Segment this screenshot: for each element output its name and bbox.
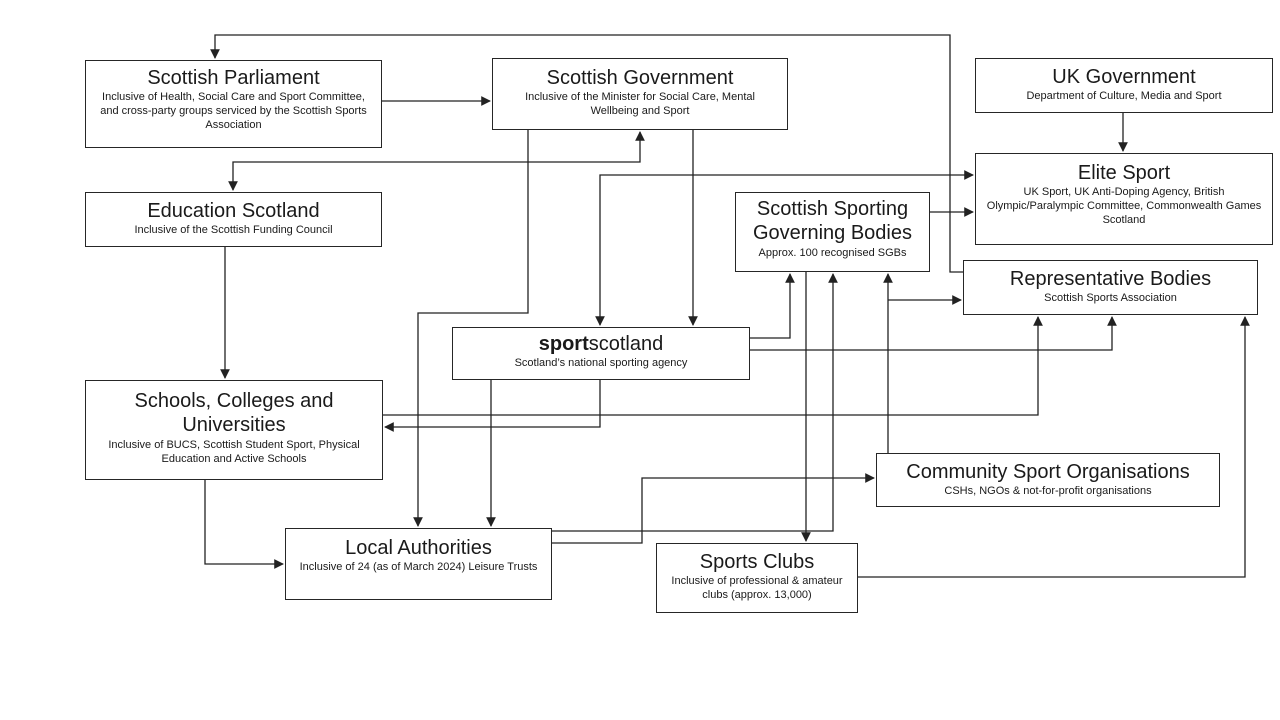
connector-sportscotland-to-representative-bodies: [750, 316, 1117, 351]
schools-title: Schools, Colleges and Universities: [134, 390, 334, 437]
box-sports-clubs: Sports Clubs Inclusive of professional &…: [656, 543, 858, 613]
sportscotland-subtitle: Scotland’s national sporting agency: [514, 357, 688, 370]
connector-scottish-government-to-local-authorities: [413, 130, 529, 527]
sportscotland-title-bold: sport: [538, 333, 589, 355]
local-authorities-title: Local Authorities: [345, 537, 492, 559]
uk-government-title: UK Government: [1052, 66, 1196, 88]
connector-sports-clubs-to-representative-bodies: [858, 316, 1250, 578]
box-community-sport-organisations: Community Sport Organisations CSHs, NGOs…: [876, 453, 1220, 507]
education-scotland-subtitle: Inclusive of the Scottish Funding Counci…: [134, 224, 333, 237]
connector-sportscotland-to-schools: [384, 380, 601, 432]
elite-sport-subtitle: UK Sport, UK Anti-Doping Agency, British…: [986, 186, 1262, 227]
connector-sportscotland-to-ssgb: [750, 273, 795, 339]
box-scottish-government: Scottish Government Inclusive of the Min…: [492, 58, 788, 130]
education-scotland-title: Education Scotland: [147, 200, 320, 222]
box-uk-government: UK Government Department of Culture, Med…: [975, 58, 1273, 113]
connector-schools-to-representative-bodies: [383, 316, 1043, 416]
representative-bodies-title: Representative Bodies: [1009, 268, 1212, 290]
box-schools-colleges-universities: Schools, Colleges and Universities Inclu…: [85, 380, 383, 480]
elite-sport-title: Elite Sport: [1077, 162, 1171, 184]
schools-subtitle: Inclusive of BUCS, Scottish Student Spor…: [108, 438, 360, 465]
sports-clubs-title: Sports Clubs: [699, 551, 815, 573]
box-elite-sport: Elite Sport UK Sport, UK Anti-Doping Age…: [975, 153, 1273, 245]
sportscotland-title: sportscotland: [539, 332, 664, 356]
connector-sportscotland-elite-sport: [595, 170, 974, 326]
connector-schools-to-local-authorities: [204, 480, 284, 569]
sportscotland-title-rest: scotland: [588, 333, 664, 355]
box-scottish-parliament: Scottish Parliament Inclusive of Health,…: [85, 60, 382, 148]
sports-clubs-subtitle: Inclusive of professional & amateur club…: [671, 575, 843, 602]
connector-local-authorities-to-ssgb: [552, 273, 838, 532]
box-local-authorities: Local Authorities Inclusive of 24 (as of…: [285, 528, 552, 600]
box-sportscotland: sportscotland Scotland’s national sporti…: [452, 327, 750, 380]
box-scottish-sporting-governing-bodies: Scottish Sporting Governing Bodies Appro…: [735, 192, 930, 272]
ssgb-title: Scottish Sporting Governing Bodies: [753, 198, 912, 245]
box-education-scotland: Education Scotland Inclusive of the Scot…: [85, 192, 382, 247]
community-sport-title: Community Sport Organisations: [906, 461, 1190, 483]
scottish-parliament-title: Scottish Parliament: [147, 67, 320, 89]
representative-bodies-subtitle: Scottish Sports Association: [1044, 292, 1177, 305]
scottish-government-title: Scottish Government: [546, 67, 734, 89]
scottish-government-subtitle: Inclusive of the Minister for Social Car…: [525, 91, 755, 118]
connector-scottish-government-education-scotland: [228, 131, 645, 191]
uk-government-subtitle: Department of Culture, Media and Sport: [1026, 90, 1222, 103]
connector-local-authorities-to-community-sport: [552, 473, 875, 544]
ssgb-subtitle: Approx. 100 recognised SGBs: [758, 246, 907, 259]
local-authorities-subtitle: Inclusive of 24 (as of March 2024) Leisu…: [299, 561, 538, 574]
community-sport-subtitle: CSHs, NGOs & not-for-profit organisation…: [944, 485, 1152, 498]
scottish-parliament-subtitle: Inclusive of Health, Social Care and Spo…: [100, 91, 367, 132]
box-representative-bodies: Representative Bodies Scottish Sports As…: [963, 260, 1258, 315]
